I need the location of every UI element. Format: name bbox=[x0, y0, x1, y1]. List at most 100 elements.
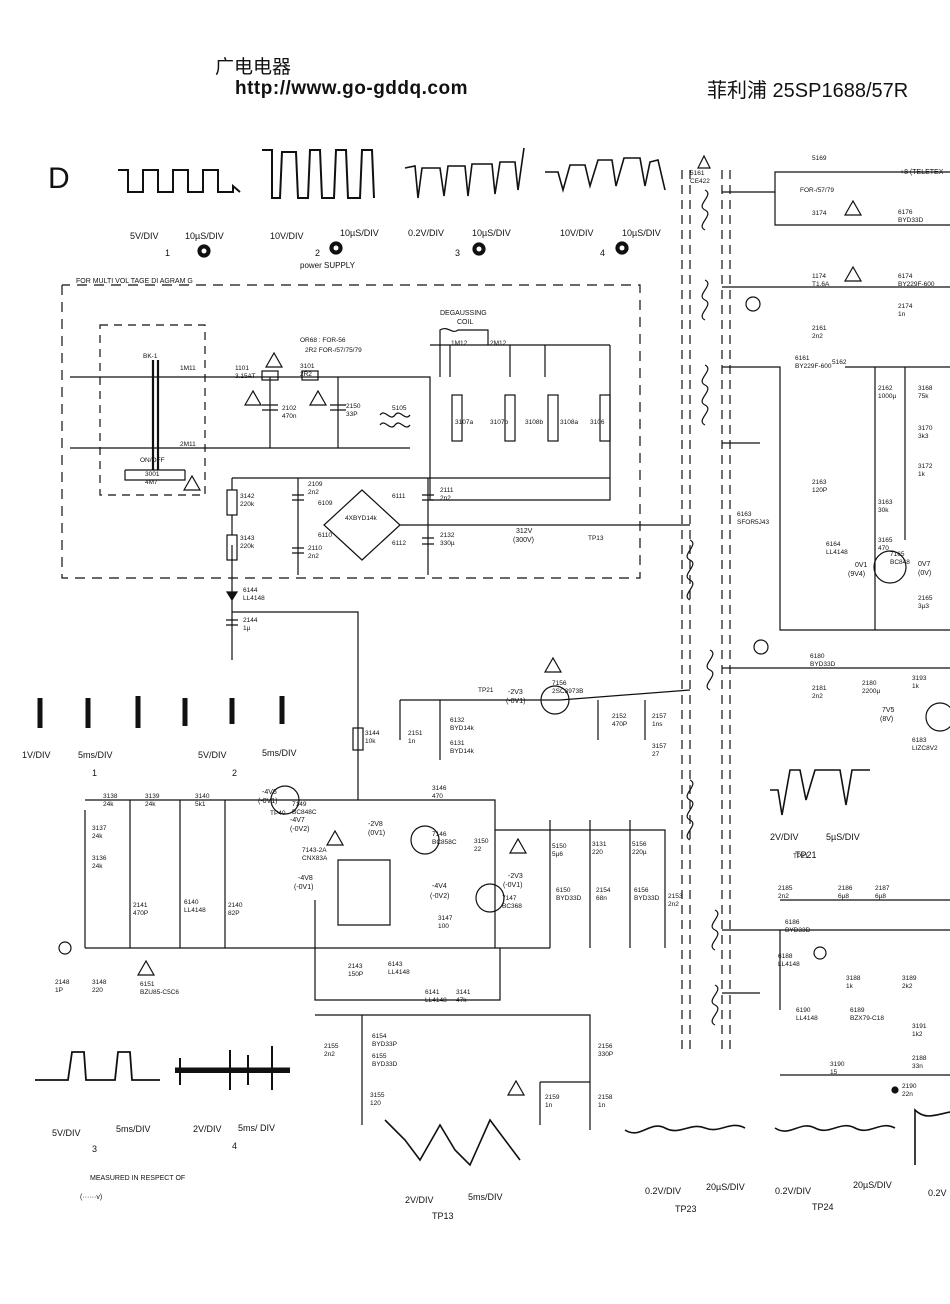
component-ref: 3136 bbox=[92, 855, 107, 862]
component-ref: 2102 bbox=[282, 405, 297, 412]
component-value: 75k bbox=[918, 393, 929, 400]
voltage-label: (-0V1) bbox=[503, 882, 522, 889]
component-ref: 6176 bbox=[898, 209, 913, 216]
component-value: 1ns bbox=[652, 721, 663, 728]
component-value: BZU85-C5C6 bbox=[140, 989, 179, 996]
component-ref: 3137 bbox=[92, 825, 107, 832]
scope-volts-caption: 5V/DIV bbox=[52, 1128, 81, 1138]
component-value: 3.15AT bbox=[235, 373, 256, 380]
schematic-note: 1M11 bbox=[180, 365, 196, 372]
scope-number-caption: 1 bbox=[92, 768, 97, 778]
component-value: 120 bbox=[370, 1100, 381, 1107]
component-value: 3µ3 bbox=[918, 603, 929, 610]
component-value: 24k bbox=[92, 833, 103, 840]
scope-number-caption: 4 bbox=[232, 1141, 237, 1151]
site-name: 广电电器 bbox=[215, 56, 292, 78]
component-value: 5k1 bbox=[195, 801, 206, 808]
component-ref: 5156 bbox=[632, 841, 647, 848]
scope-time-caption: 5ms/DIV bbox=[262, 748, 297, 758]
transformer-windings bbox=[686, 189, 719, 1026]
scope-volts-caption: 0.2V/DIV bbox=[408, 228, 444, 238]
component-value: LL4148 bbox=[184, 907, 206, 914]
waveform-m1 bbox=[37, 696, 285, 728]
transformer-5161 bbox=[681, 170, 731, 1050]
component-value: 150P bbox=[348, 971, 363, 978]
component-value: 220k bbox=[240, 501, 255, 508]
component-value: 1n bbox=[898, 311, 906, 318]
component-ref: 2140 bbox=[228, 902, 243, 909]
scope-number-caption: TP24 bbox=[812, 1202, 834, 1212]
component-value: BYD33D bbox=[898, 217, 924, 224]
component-ref: 6156 bbox=[634, 887, 649, 894]
component-value: BC848 bbox=[890, 559, 910, 566]
control-wiring bbox=[84, 685, 691, 1130]
component-value: BYD14k bbox=[450, 748, 475, 755]
component-ref: 2185 bbox=[778, 885, 793, 892]
component-value: SFOR5J43 bbox=[737, 519, 770, 526]
mains-wiring bbox=[70, 327, 611, 501]
component-value: 470n bbox=[282, 413, 297, 420]
scope-number-caption: 3 bbox=[92, 1144, 97, 1154]
component-ref: 6140 bbox=[184, 899, 199, 906]
bridge-rectifier bbox=[226, 477, 690, 575]
component-ref: 2162 bbox=[878, 385, 893, 392]
waveform-tp25 bbox=[914, 1108, 950, 1165]
component-ref: 3139 bbox=[145, 793, 160, 800]
component-ref: 3147 bbox=[438, 915, 453, 922]
scope-number-caption: TP13 bbox=[432, 1211, 454, 1221]
scope-number-caption: 2 bbox=[315, 248, 320, 258]
component-ref: 3174 bbox=[812, 210, 827, 217]
waveform-tp24 bbox=[774, 1124, 896, 1132]
component-value: BYD33D bbox=[785, 927, 811, 934]
voltage-label: -2V8 bbox=[368, 821, 383, 828]
schematic-note: TP21 bbox=[793, 853, 809, 860]
schematic-note: 6111 bbox=[392, 493, 406, 500]
component-value: 27 bbox=[652, 751, 660, 758]
waveform-b3 bbox=[35, 1051, 160, 1081]
component-ref: 7149 bbox=[292, 801, 307, 808]
component-ref: 2156 bbox=[598, 1043, 613, 1050]
schematic-note: 3107a bbox=[455, 419, 473, 426]
component-ref: 7147 bbox=[502, 895, 517, 902]
component-ref: 6155 bbox=[372, 1053, 387, 1060]
component-ref: 2157 bbox=[652, 713, 667, 720]
component-ref: 3144 bbox=[365, 730, 380, 737]
component-value: 220k bbox=[240, 543, 255, 550]
voltage-label: (-0V2) bbox=[290, 826, 309, 833]
component-value: 2n2 bbox=[812, 333, 823, 340]
voltage-label: -4V6 bbox=[262, 789, 277, 796]
component-value: 2n2 bbox=[440, 495, 451, 502]
component-value: BC848C bbox=[292, 809, 317, 816]
component-ref: 7143-2A bbox=[302, 847, 327, 854]
degauss-label-2: COIL bbox=[457, 319, 473, 326]
component-value: BYD33D bbox=[634, 895, 660, 902]
component-value: 100 bbox=[438, 923, 449, 930]
component-ref: 2181 bbox=[812, 685, 827, 692]
voltage-label: (0V) bbox=[918, 570, 931, 577]
component-value: 330µ bbox=[440, 540, 455, 547]
voltage-label: (0V1) bbox=[368, 830, 385, 837]
scope-volts-caption: 5V/DIV bbox=[198, 750, 227, 760]
component-value: LL4148 bbox=[243, 595, 265, 602]
scope-volts-caption: 5V/DIV bbox=[130, 231, 159, 241]
component-value: 220 bbox=[92, 987, 103, 994]
voltage-label: -2V3 bbox=[508, 873, 523, 880]
component-ref: 6186 bbox=[785, 919, 800, 926]
voltage-label: 0V1 bbox=[855, 562, 868, 569]
component-ref: 2180 bbox=[862, 680, 877, 687]
component-ref: 2155 bbox=[324, 1043, 339, 1050]
component-value: 1µ bbox=[243, 625, 251, 632]
component-value: LL4148 bbox=[425, 997, 447, 1004]
component-ref: 5169 bbox=[812, 155, 827, 162]
component-ref: 6132 bbox=[450, 717, 465, 724]
component-value: 470 bbox=[432, 793, 443, 800]
component-value: 47k bbox=[456, 997, 467, 1004]
component-ref: 3148 bbox=[92, 979, 107, 986]
scope-time-caption: 10µS/DIV bbox=[340, 228, 379, 238]
component-ref: 2152 bbox=[612, 713, 627, 720]
model-title: 菲利浦 25SP1688/57R bbox=[707, 80, 909, 102]
site-url[interactable]: http://www.go-gddq.com bbox=[235, 78, 468, 99]
component-value: LL4148 bbox=[796, 1015, 818, 1022]
schematic-note: 6109 bbox=[318, 500, 333, 507]
component-value: 2n2 bbox=[778, 893, 789, 900]
